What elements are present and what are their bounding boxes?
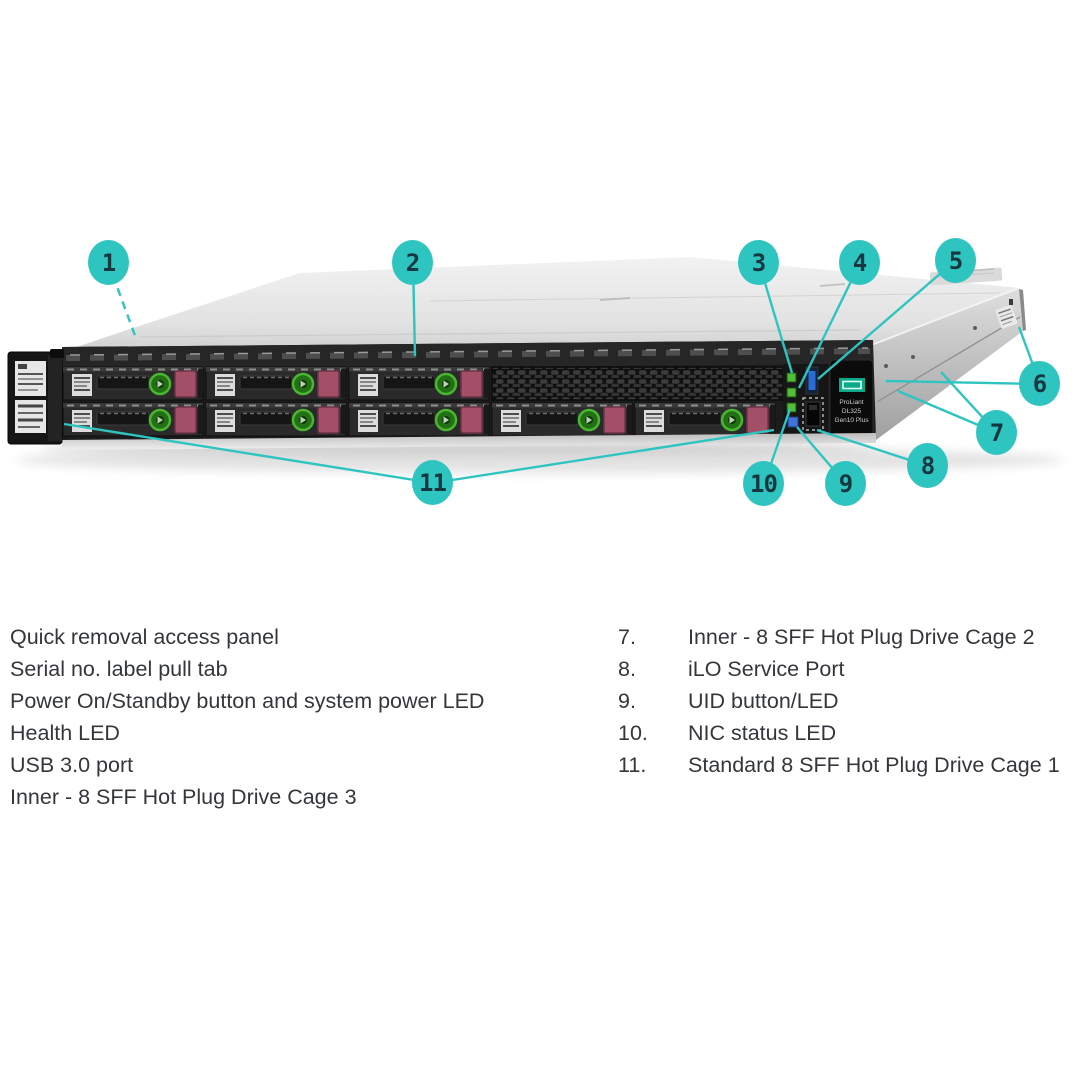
chassis-right-side (873, 287, 1026, 440)
legend-text-10: NIC status LED (688, 721, 837, 745)
legend-item-11: 11. Standard 8 SFF Hot Plug Drive Cage 1 (618, 749, 1073, 781)
vent-grille (491, 366, 784, 401)
drive-tray (61, 365, 205, 402)
front-top-bezel (62, 340, 873, 370)
legend-item-3: Power On/Standby button and system power… (10, 689, 485, 713)
legend-text-11: Standard 8 SFF Hot Plug Drive Cage 1 (688, 753, 1060, 777)
leader-11b (432, 428, 775, 485)
callout-11: 11 (412, 460, 453, 505)
legend-item-4: Health LED (10, 721, 120, 745)
legend-item-8: 8. iLO Service Port (618, 653, 1073, 685)
callout-lines (63, 259, 1042, 485)
legend-num-7: 7. (618, 625, 636, 649)
legend-num-8: 8. (618, 657, 636, 681)
legend-item-1: Quick removal access panel (10, 625, 279, 649)
health-led (786, 387, 797, 398)
serial-label-pull-tab (15, 361, 46, 433)
callout-4: 4 (839, 240, 880, 285)
legend-left-column: Quick removal access panel Serial no. la… (10, 621, 570, 813)
drive-tray (347, 365, 491, 402)
legend-text-7: Inner - 8 SFF Hot Plug Drive Cage 2 (688, 625, 1035, 649)
legend-num-9: 9. (618, 689, 636, 713)
legend-item-2: Serial no. label pull tab (10, 657, 228, 681)
left-rack-ear (7, 349, 64, 445)
side-serial-label (995, 305, 1018, 329)
legend-num-10: 10. (618, 721, 648, 745)
legend-item-9: 9. UID button/LED (618, 685, 1073, 717)
callout-1: 1 (88, 240, 129, 285)
legend-text-9: UID button/LED (688, 689, 839, 713)
drive-tray (490, 401, 634, 438)
power-button-led (786, 372, 797, 383)
callout-9: 9 (825, 461, 866, 506)
chassis-bottom-lip (62, 433, 876, 450)
legend-item-7: 7. Inner - 8 SFF Hot Plug Drive Cage 2 (618, 621, 1073, 653)
callout-10: 10 (743, 461, 784, 506)
callout-3: 3 (738, 240, 779, 285)
legend-right-column: 7. Inner - 8 SFF Hot Plug Drive Cage 2 8.… (618, 621, 1073, 781)
legend-item-10: 10. NIC status LED (618, 717, 1073, 749)
badge-line-3: Gen10 Plus (835, 417, 870, 424)
drive-tray (633, 401, 777, 438)
legend-item-5: USB 3.0 port (10, 753, 134, 777)
hpe-model-badge: ProLiant DL325 Gen10 Plus (829, 359, 874, 438)
drive-tray (61, 401, 205, 438)
chassis-front-face: ProLiant DL325 Gen10 Plus (61, 340, 876, 450)
legend-item-6: Inner - 8 SFF Hot Plug Drive Cage 3 (10, 785, 357, 809)
drive-tray (204, 401, 348, 438)
callout-8: 8 (907, 443, 948, 488)
leader-4 (797, 262, 862, 389)
uid-button-led (787, 416, 799, 428)
usb3-port (805, 366, 819, 395)
drive-tray (204, 365, 348, 402)
nic-status-led (786, 402, 797, 413)
callout-6: 6 (1019, 361, 1060, 406)
leader-6b (885, 379, 1041, 386)
drive-tray (347, 401, 491, 438)
ilo-service-port (802, 397, 824, 431)
callout-5: 5 (935, 238, 976, 283)
leader-5 (817, 259, 957, 380)
legend-num-11: 11. (618, 753, 647, 777)
leader-11a (63, 422, 434, 485)
callout-2: 2 (392, 240, 433, 285)
badge-line-1: ProLiant (839, 399, 863, 406)
badge-line-2: DL325 (842, 408, 862, 415)
legend-text-8: iLO Service Port (688, 657, 845, 681)
callout-7: 7 (976, 410, 1017, 455)
